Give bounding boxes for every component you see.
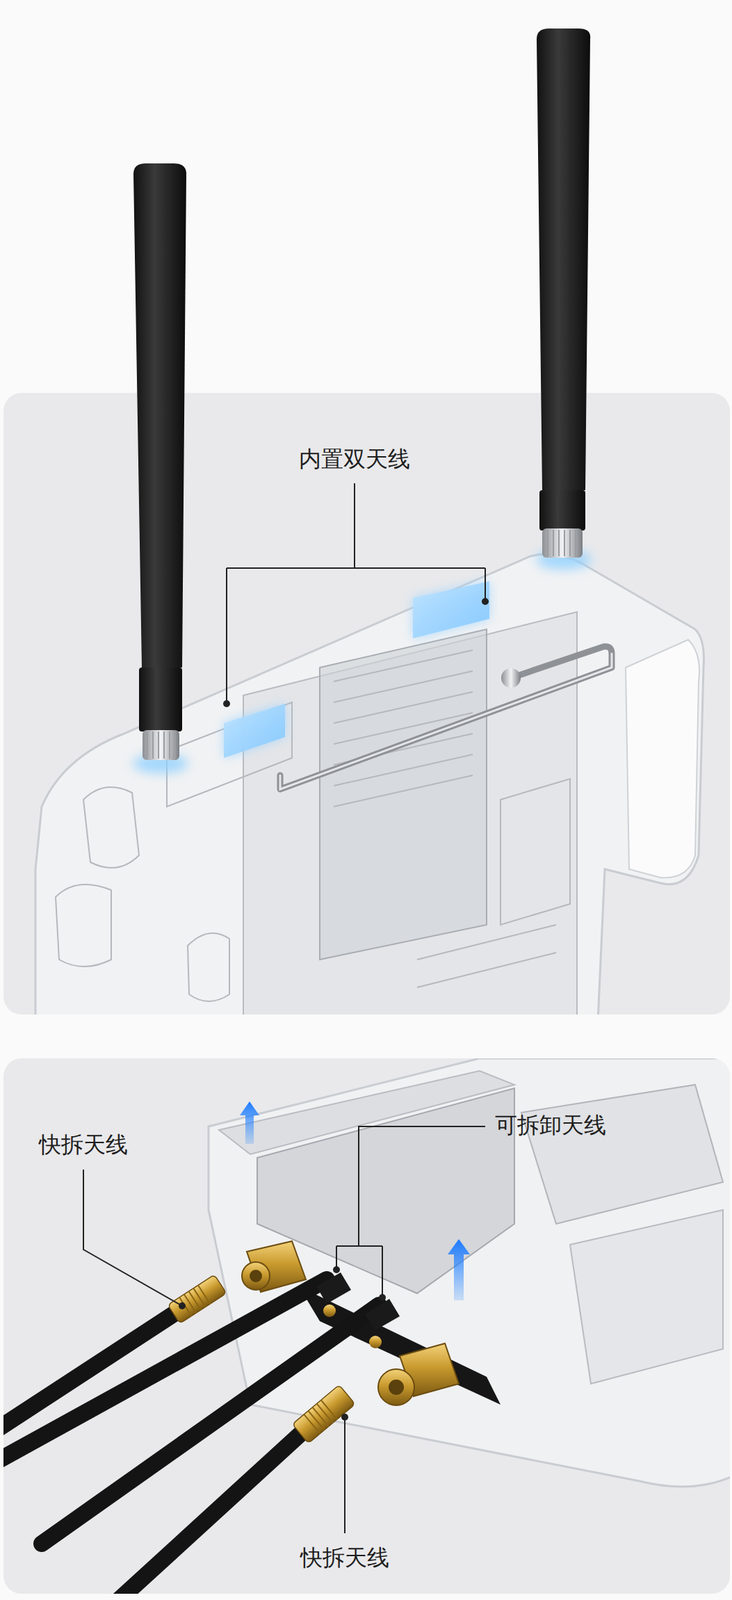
leader-line [336,1126,486,1298]
quick-connector [167,1274,227,1323]
handle [280,646,612,790]
rf-connector [241,1240,306,1292]
quick-connector [291,1384,356,1444]
part-label: 快拆天线 [300,1543,390,1571]
controller-body [35,549,705,1015]
part-label: 内置双天线 [298,445,411,473]
controller-body [3,1058,730,1594]
antenna [536,28,591,558]
part-label: 快拆天线 [38,1131,128,1158]
rf-connector [378,1343,459,1405]
up-arrow [239,1101,260,1144]
up-arrow [447,1238,470,1300]
leader-line [83,1169,183,1306]
leader-line [226,483,486,704]
leader-line [344,1416,346,1533]
part-label: 可拆卸天线 [494,1111,607,1138]
panel [3,1058,730,1594]
internal-antenna [223,703,286,758]
internal-antenna [412,581,490,639]
antenna [133,163,187,760]
